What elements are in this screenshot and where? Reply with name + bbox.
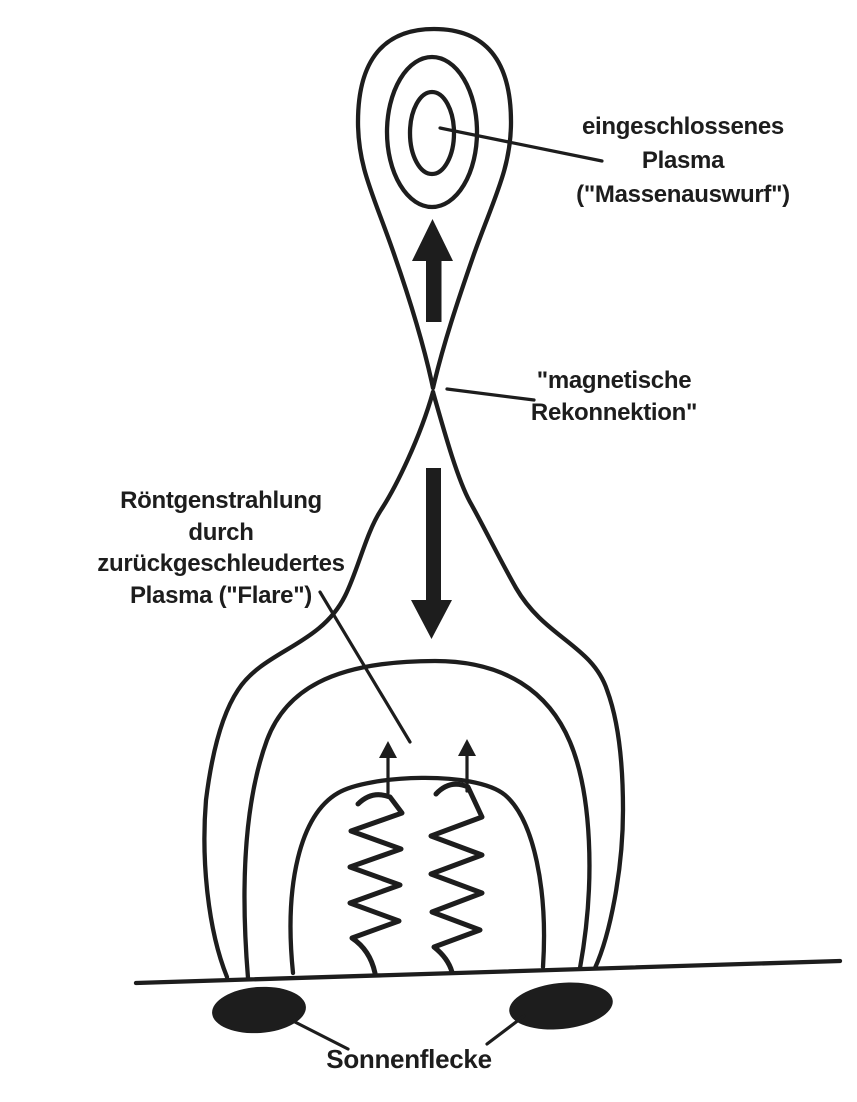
leader-sunspot-left [291,1019,350,1051]
sunspot-left [212,986,306,1034]
downward-flow-arrow [411,468,452,639]
label-magnetic-reconnection-line1: "magnetische [536,367,692,394]
label-captured-plasma: eingeschlossenes Plasma ("Massenauswurf"… [576,110,790,212]
inner-arcade-loop [288,775,547,976]
field-line-right [430,389,626,971]
plasmoid-outline [355,26,514,391]
solar-surface-line [133,958,843,986]
field-line-left [202,389,436,980]
plasmoid-loop-middle [384,54,480,210]
label-sunspots: Sonnenflecke [326,1044,492,1074]
label-captured-plasma-line2: Plasma [641,147,725,174]
small-up-arrow-right-head [458,739,476,756]
small-up-arrow-left-head [379,741,397,758]
plasmoid-loop-inner [407,89,457,177]
leader-sunspot-right [485,1014,526,1046]
label-captured-plasma-line1: eingeschlossenes [582,113,784,140]
label-magnetic-reconnection: "magnetische Rekonnektion" [531,365,697,429]
label-xray-flare-line4: Plasma ("Flare") [129,581,313,609]
label-xray-flare: Röntgenstrahlung durch zurückgeschleuder… [97,485,345,611]
xray-wave-right [428,781,485,975]
leader-xray-flare [318,590,412,744]
label-xray-flare-line2: durch [188,518,254,546]
label-xray-flare-line1: Röntgenstrahlung [120,487,322,514]
xray-wave-left [347,792,405,976]
leader-captured-plasma [438,126,604,163]
sunspot-right [509,982,613,1030]
upward-ejection-arrow [412,219,453,322]
label-xray-flare-line3: zurückgeschleudertes [97,550,345,577]
leader-reconnection [445,387,536,402]
outer-arcade-loop [242,658,592,981]
label-magnetic-reconnection-line2: Rekonnektion" [530,399,698,426]
label-captured-plasma-line3: ("Massenauswurf") [576,181,790,208]
